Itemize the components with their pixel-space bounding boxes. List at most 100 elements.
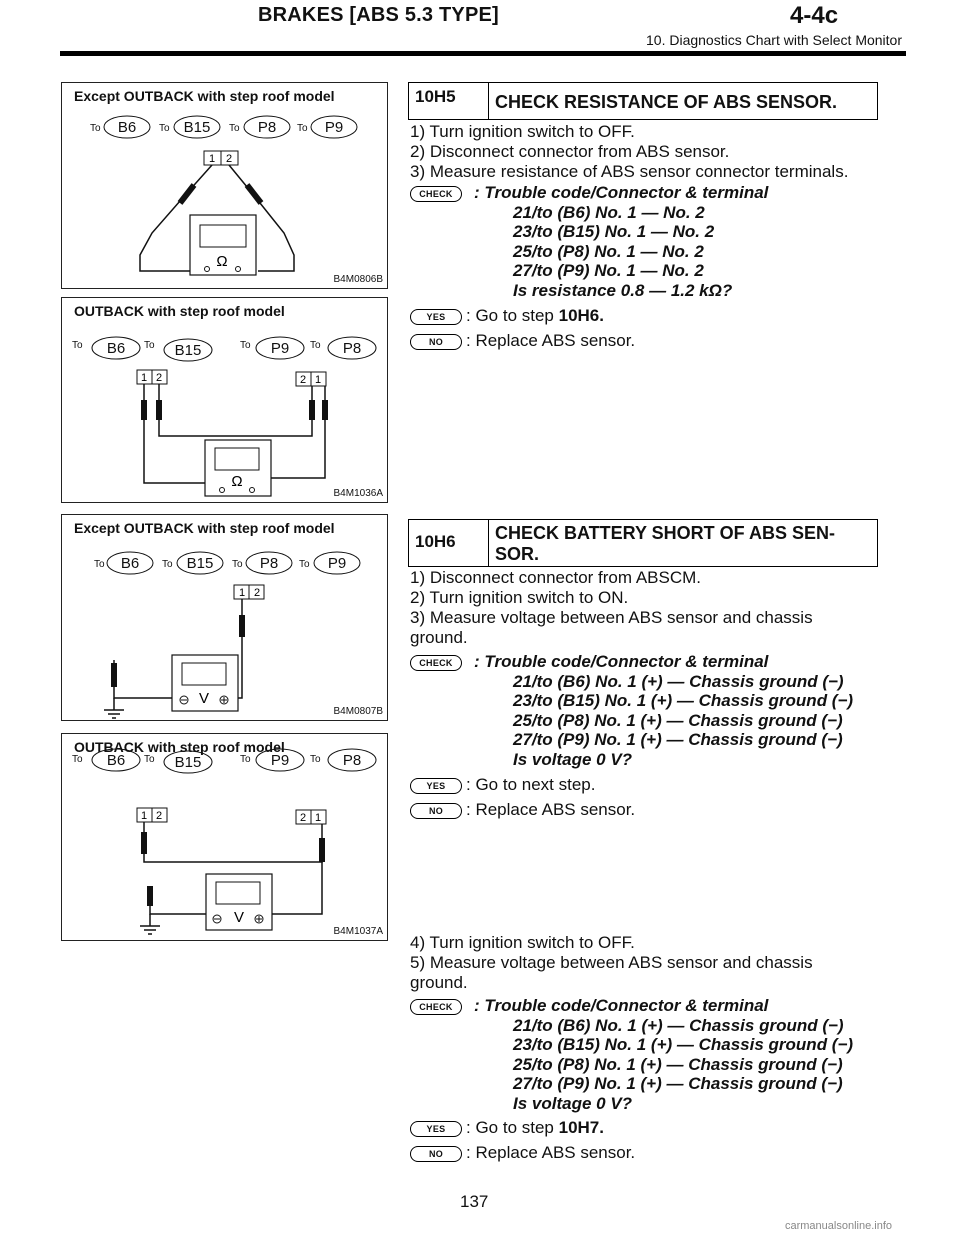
yes-answer: : Go to step 10H6. [466, 306, 604, 326]
step-instruction: 3) Measure voltage between ABS sensor an… [410, 608, 813, 627]
pin-label: 1 [141, 372, 147, 384]
pin-label: 1 [315, 812, 321, 824]
step-instruction: 1) Turn ignition switch to OFF. [410, 122, 635, 141]
check-line: 21/to (B6) No. 1 — No. 2 [513, 202, 705, 222]
check-badge: CHECK [410, 186, 462, 202]
to-label: To [299, 559, 310, 570]
watermark: carmanualsonline.info [784, 1220, 892, 1232]
step-title-line: SOR. [495, 544, 540, 564]
connector-label: B6 [107, 752, 125, 769]
to-label: To [232, 559, 243, 570]
figure-title: Except OUTBACK with step roof model [74, 520, 335, 536]
volt-symbol: V [199, 690, 209, 707]
to-label: To [159, 123, 170, 134]
no-badge: NO [410, 1146, 462, 1162]
no-answer: : Replace ABS sensor. [466, 331, 636, 350]
check-block: : Trouble code/Connector & terminal 21/t… [474, 996, 853, 1113]
step-title: CHECK RESISTANCE OF ABS SENSOR. [495, 92, 838, 112]
figure-code: B4M0807B [333, 706, 383, 717]
pin-label: 1 [209, 153, 215, 165]
step-title: CHECK BATTERY SHORT OF ABS SEN- SOR. [489, 520, 877, 566]
pin-label: 1 [141, 810, 147, 822]
check-line: 23/to (B15) No. 1 — No. 2 [513, 222, 715, 241]
yes-badge: YES [410, 778, 462, 794]
figure-resistance-except-outback: Except OUTBACK with step roof model To T… [61, 82, 388, 289]
connector-label: P9 [271, 752, 289, 769]
to-label: To [240, 754, 251, 765]
volt-symbol: V [234, 909, 244, 926]
pin-label: 2 [300, 374, 306, 386]
connector-label: B6 [107, 340, 125, 357]
check-line: 27/to (P9) No. 1 (+) — Chassis ground (−… [513, 1074, 843, 1093]
connector-label: P8 [343, 752, 361, 769]
yes-answer: : Go to step 10H7. [466, 1118, 604, 1138]
yes-badge: YES [410, 1121, 462, 1137]
check-badge: CHECK [410, 655, 462, 671]
no-answer: : Replace ABS sensor. [466, 800, 636, 819]
pin-label: 2 [156, 810, 162, 822]
step-instruction: 5) Measure voltage between ABS sensor an… [410, 953, 813, 972]
to-label: To [94, 559, 105, 570]
check-line: Is voltage 0 V? [513, 749, 633, 769]
connector-label: P8 [260, 555, 278, 572]
wiring-diagram: To To To To B6 B15 P8 P9 1 2 [94, 551, 361, 719]
check-line: 23/to (B15) No. 1 (+) — Chassis ground (… [513, 691, 854, 710]
section-title: BRAKES [ABS 5.3 TYPE] [258, 4, 499, 26]
connector-label: B15 [175, 754, 202, 771]
step-instruction: 4) Turn ignition switch to OFF. [410, 933, 635, 952]
check-line: 25/to (P8) No. 1 (+) — Chassis ground (−… [513, 710, 843, 730]
to-label: To [240, 340, 251, 351]
yes-text: : Go to step [466, 306, 559, 325]
yes-badge: YES [410, 309, 462, 325]
to-label: To [72, 340, 83, 351]
step-instruction: 1) Disconnect connector from ABSCM. [410, 568, 702, 587]
page-number: 137 [460, 1192, 489, 1211]
no-answer: : Replace ABS sensor. [466, 1143, 636, 1162]
check-line: Is resistance 0.8 — 1.2 kΩ? [513, 280, 733, 300]
check-badge: CHECK [410, 999, 462, 1015]
to-label: To [90, 123, 101, 134]
check-block: : Trouble code/Connector & terminal 21/t… [474, 183, 768, 300]
yes-target-step[interactable]: 10H6. [558, 306, 604, 325]
figure-resistance-outback: OUTBACK with step roof model To To To To… [61, 297, 388, 503]
step-title-line: CHECK BATTERY SHORT OF ABS SEN- [495, 523, 836, 543]
check-line: 25/to (P8) No. 1 — No. 2 [513, 241, 704, 261]
ohm-symbol: Ω [216, 253, 227, 270]
connector-label: P9 [325, 119, 343, 136]
check-line: 23/to (B15) No. 1 (+) — Chassis ground (… [513, 1035, 854, 1054]
to-label: To [229, 123, 240, 134]
yes-target-step[interactable]: 10H7. [558, 1118, 604, 1137]
check-line: : Trouble code/Connector & terminal [474, 652, 769, 671]
step-id: 10H5 [409, 83, 489, 119]
to-label: To [297, 123, 308, 134]
step-header-10h6: 10H6 CHECK BATTERY SHORT OF ABS SEN- SOR… [408, 519, 878, 567]
connector-label: P9 [328, 555, 346, 572]
check-block: : Trouble code/Connector & terminal 21/t… [474, 652, 853, 769]
step-instruction: 2) Turn ignition switch to ON. [410, 588, 629, 607]
no-badge: NO [410, 803, 462, 819]
figure-code: B4M0806B [333, 274, 383, 285]
figure-title: OUTBACK with step roof model [74, 739, 285, 755]
wiring-diagram: To To To To B6 B15 P9 P8 1 2 2 1 [72, 748, 377, 935]
check-line: 25/to (P8) No. 1 (+) — Chassis ground (−… [513, 1054, 843, 1074]
ohm-symbol: Ω [231, 473, 242, 490]
to-label: To [162, 559, 173, 570]
connector-label: B6 [121, 555, 139, 572]
section-subtitle: 10. Diagnostics Chart with Select Monito… [646, 32, 902, 48]
step-instruction: 2) Disconnect connector from ABS sensor. [410, 142, 730, 161]
yes-answer: : Go to next step. [466, 775, 596, 794]
figure-title: Except OUTBACK with step roof model [74, 88, 335, 104]
check-line: Is voltage 0 V? [513, 1093, 633, 1113]
check-line: 27/to (P9) No. 1 — No. 2 [513, 261, 704, 280]
connector-label: P8 [258, 119, 276, 136]
pin-label: 1 [239, 587, 245, 599]
pin-label: 2 [254, 587, 260, 599]
to-label: To [144, 754, 155, 765]
check-line: 27/to (P9) No. 1 (+) — Chassis ground (−… [513, 730, 843, 749]
figure-voltage-except-outback: Except OUTBACK with step roof model To T… [61, 514, 388, 721]
figure-title: OUTBACK with step roof model [74, 303, 285, 319]
pin-label: 2 [300, 812, 306, 824]
pin-label: 2 [156, 372, 162, 384]
to-label: To [144, 340, 155, 351]
header-rule [60, 51, 906, 56]
